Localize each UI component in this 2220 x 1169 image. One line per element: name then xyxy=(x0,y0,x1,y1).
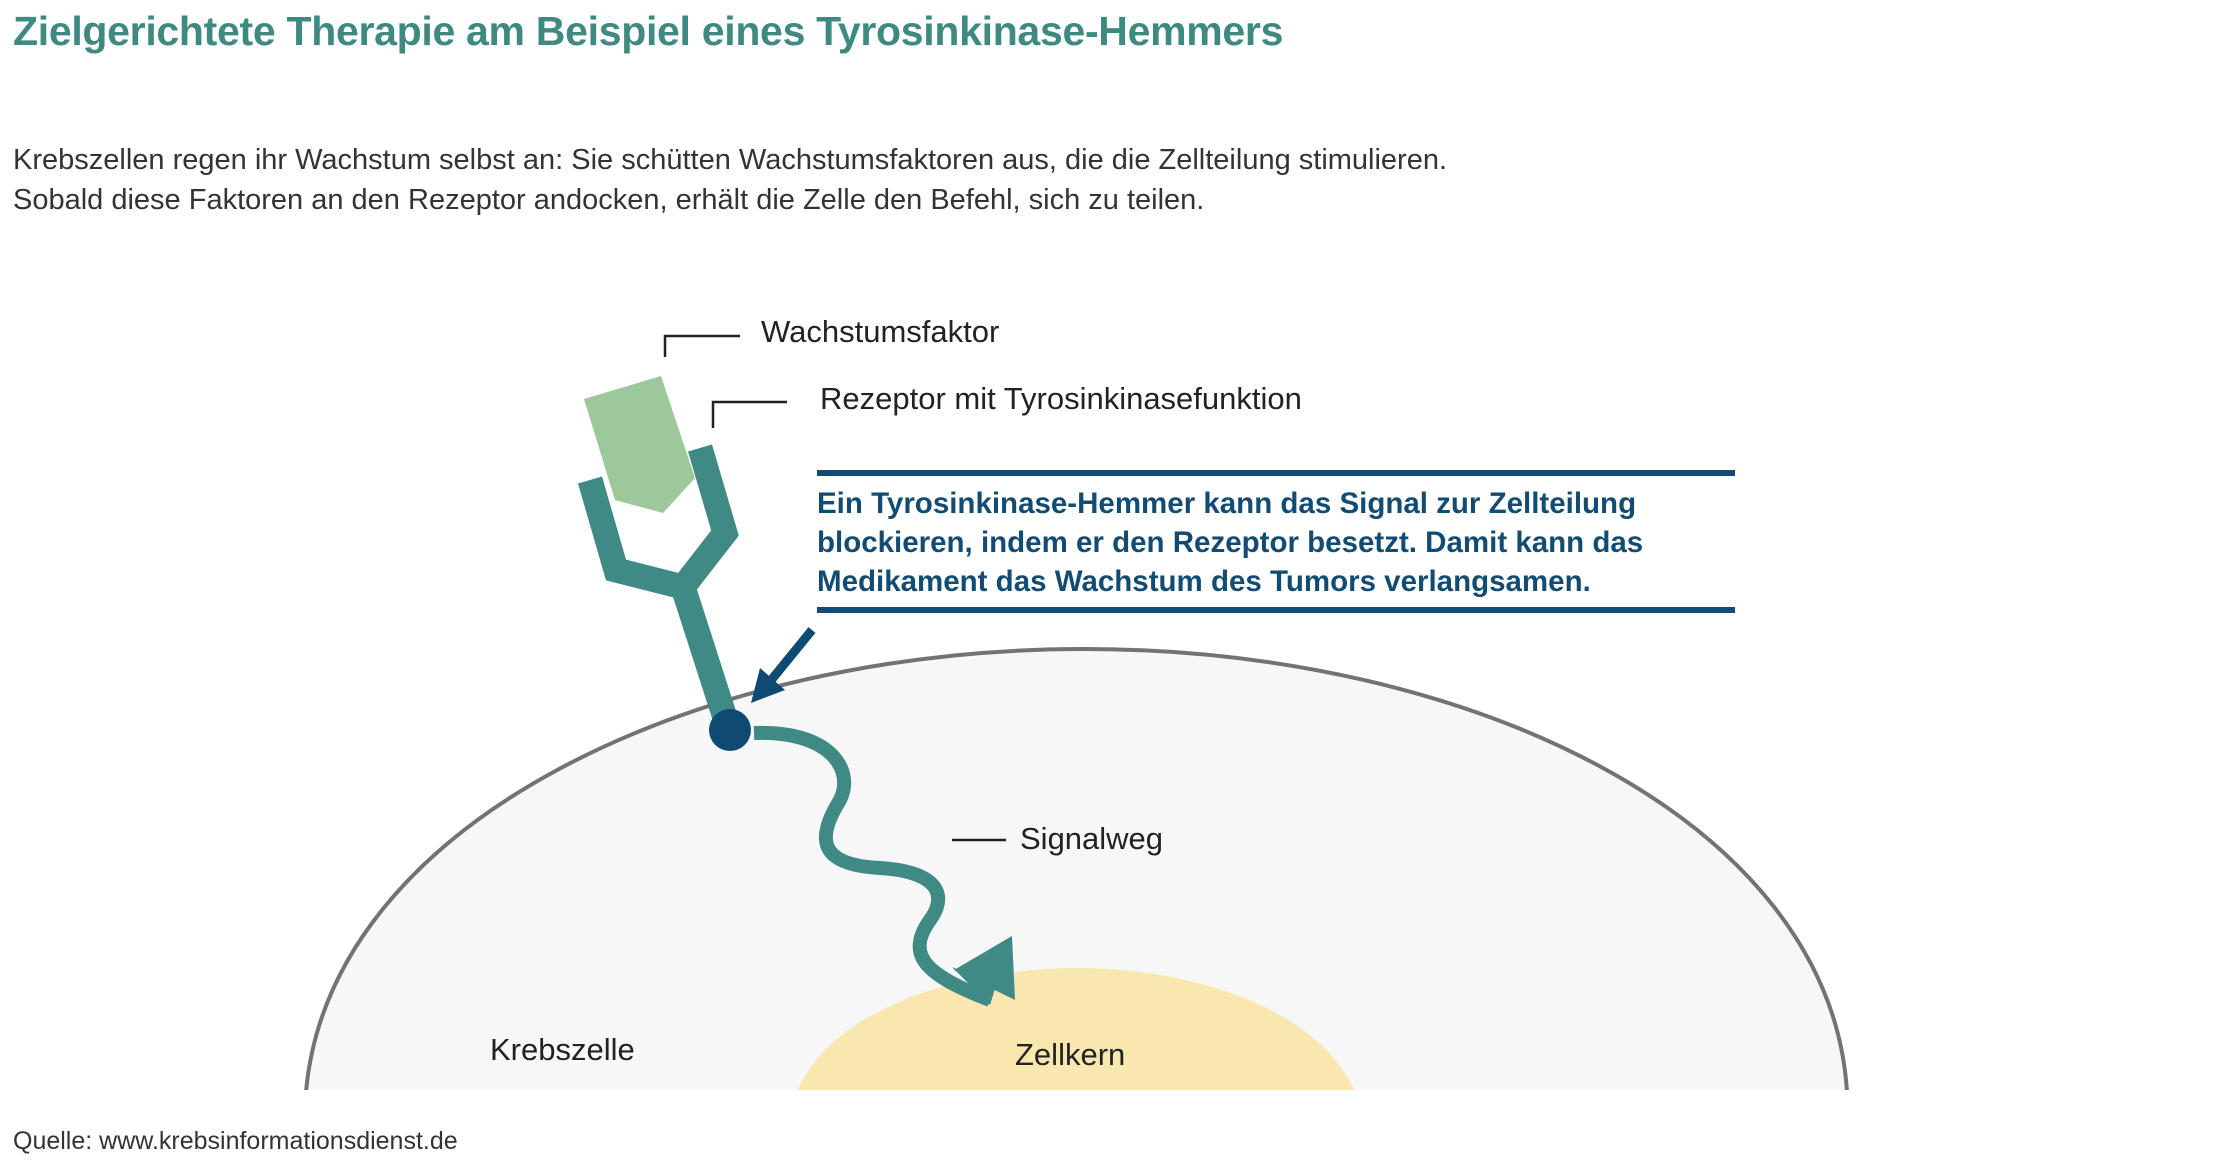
inhibitor-arrow-icon xyxy=(751,627,816,703)
source-note: Quelle: www.krebsinformationsdienst.de xyxy=(13,1127,458,1155)
growth-factor-label: Wachstumsfaktor xyxy=(761,314,1000,349)
nucleus-label: Zellkern xyxy=(1015,1037,1126,1072)
page-title: Zielgerichtete Therapie am Beispiel eine… xyxy=(13,8,1284,54)
receptor-icon xyxy=(577,444,740,731)
intro-line-1: Krebszellen regen ihr Wachstum selbst an… xyxy=(13,144,1448,176)
callout-line-1: Ein Tyrosinkinase-Hemmer kann das Signal… xyxy=(817,487,1637,520)
inhibitor-callout: Ein Tyrosinkinase-Hemmer kann das Signal… xyxy=(817,484,1747,601)
callout-line-2: blockieren, indem er den Rezeptor besetz… xyxy=(817,526,1644,559)
receptor-leader-line xyxy=(711,400,787,428)
signal-path-label: Signalweg xyxy=(1020,821,1164,856)
intro-line-2: Sobald diese Faktoren an den Rezeptor an… xyxy=(13,184,1205,216)
inhibitor-dot-icon xyxy=(709,709,751,751)
cancer-cell-label: Krebszelle xyxy=(490,1032,635,1067)
callout-bottom-bar xyxy=(817,607,1735,613)
cancer-cell-shape xyxy=(304,646,1849,1090)
intro-text: Krebszellen regen ihr Wachstum selbst an… xyxy=(13,140,1447,220)
growth-factor-icon xyxy=(584,376,695,513)
growth-factor-leader-line xyxy=(663,334,740,357)
receptor-label: Rezeptor mit Tyrosinkinasefunktion xyxy=(820,381,1302,416)
callout-top-bar xyxy=(817,470,1735,476)
nucleus-shape xyxy=(797,968,1355,1090)
signal-path-icon xyxy=(753,725,993,1007)
callout-line-3: Medikament das Wachstum des Tumors verla… xyxy=(817,565,1591,598)
